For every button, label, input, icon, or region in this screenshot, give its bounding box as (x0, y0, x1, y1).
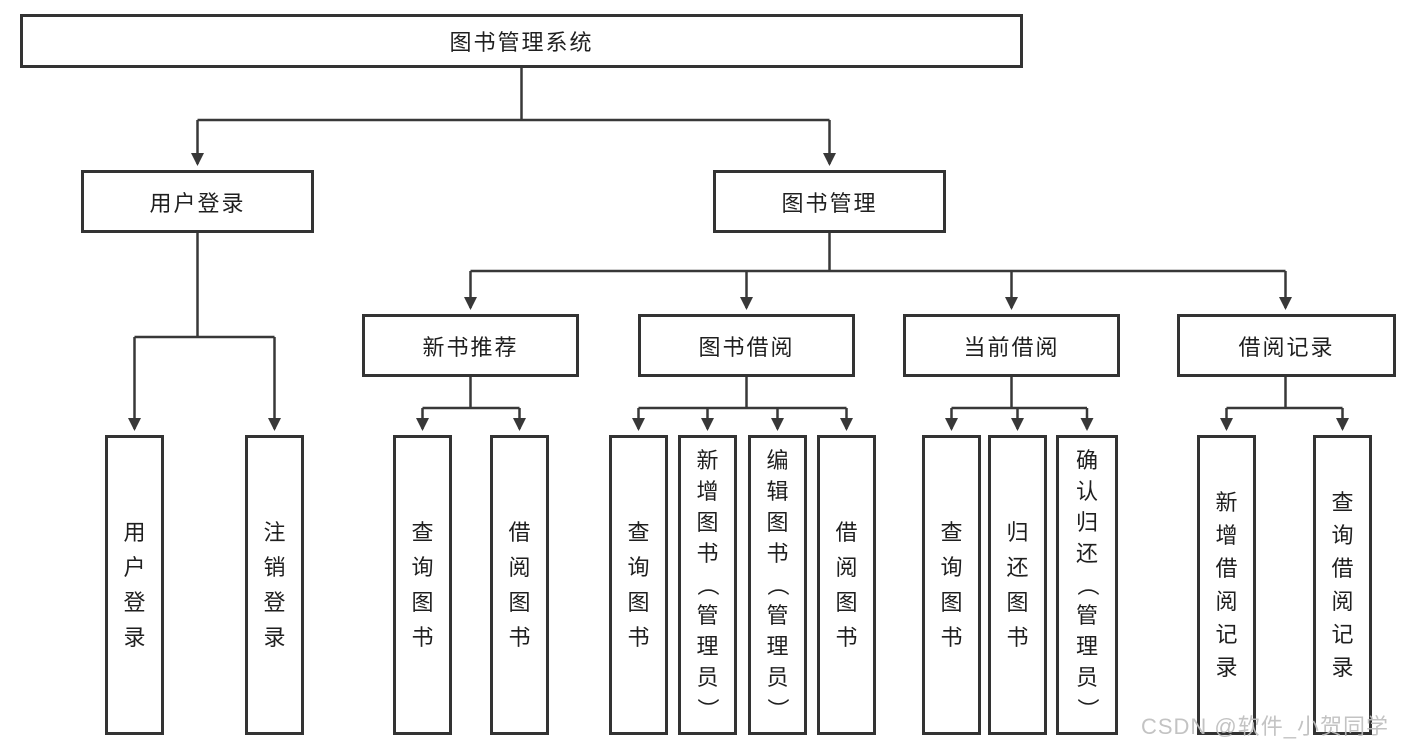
node-leaf-add-borrow-record: 新增借阅记录 (1197, 435, 1256, 735)
node-leaf-edit-books-admin: 编辑图书（管理员） (748, 435, 807, 735)
node-current-borrowing: 当前借阅 (903, 314, 1120, 377)
node-leaf-query-books-3: 查询图书 (922, 435, 981, 735)
node-leaf-query-books-2: 查询图书 (609, 435, 668, 735)
node-leaf-return-books: 归还图书 (988, 435, 1047, 735)
connector-new-book-recommend-children (416, 377, 526, 431)
node-user-login: 用户登录 (81, 170, 314, 233)
connector-book-management-children (464, 233, 1292, 310)
csdn-watermark: CSDN @软件_小贺同学 (1140, 714, 1389, 739)
node-leaf-query-books-1: 查询图书 (393, 435, 452, 735)
node-leaf-user-login: 用户登录 (105, 435, 164, 735)
node-root: 图书管理系统 (20, 14, 1023, 68)
connector-root-to-level2 (191, 68, 836, 166)
node-leaf-borrow-books-2: 借阅图书 (817, 435, 876, 735)
node-leaf-logout: 注销登录 (245, 435, 304, 735)
connector-user-login-children (128, 233, 281, 431)
node-leaf-add-books-admin: 新增图书（管理员） (678, 435, 737, 735)
node-book-management: 图书管理 (713, 170, 946, 233)
node-leaf-borrow-books-1: 借阅图书 (490, 435, 549, 735)
connector-book-borrowing-children (632, 377, 853, 431)
node-borrowing-records: 借阅记录 (1177, 314, 1396, 377)
node-book-borrowing: 图书借阅 (638, 314, 855, 377)
connector-current-borrowing-children (945, 377, 1094, 431)
node-leaf-query-borrow-record: 查询借阅记录 (1313, 435, 1372, 735)
connector-borrowing-records-children (1220, 377, 1349, 431)
node-new-book-recommend: 新书推荐 (362, 314, 579, 377)
node-leaf-confirm-return-admin: 确认归还（管理员） (1056, 435, 1118, 735)
